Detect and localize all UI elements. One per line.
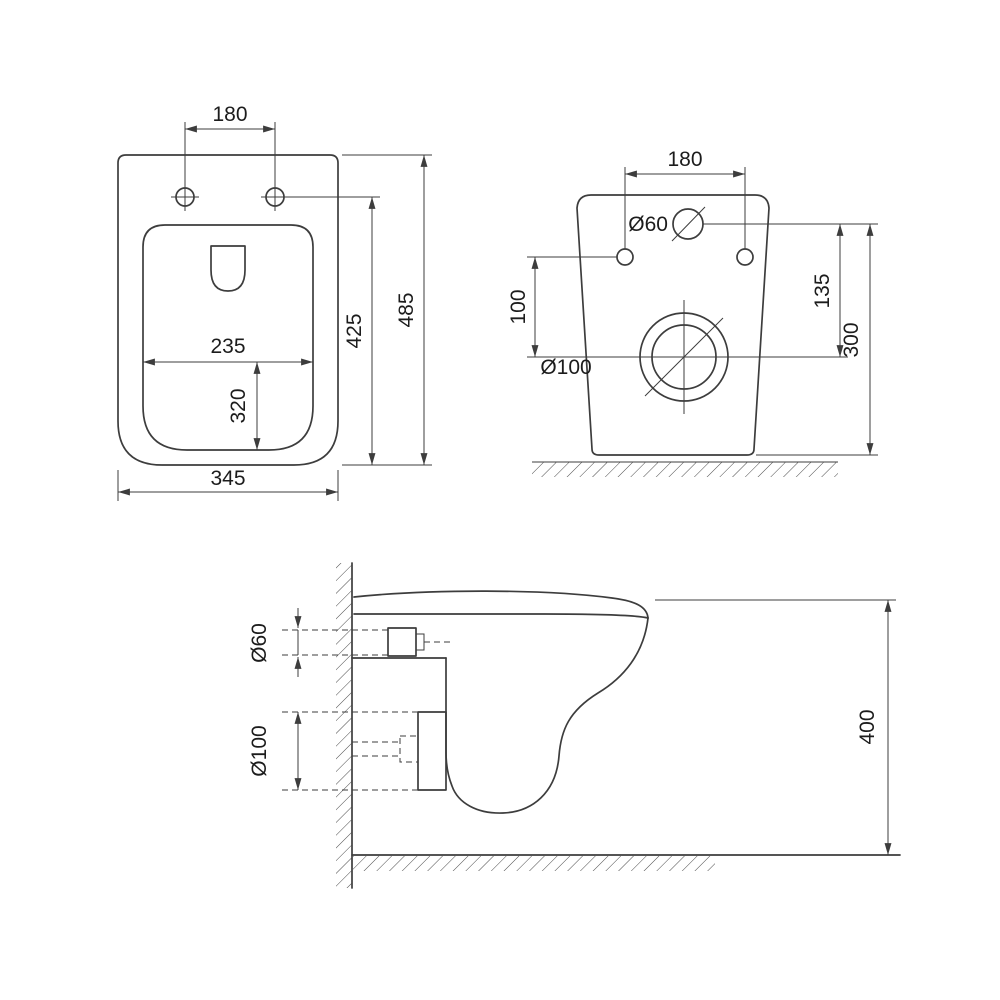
dim-side-drain-diameter: Ø100 xyxy=(248,711,418,791)
top-view: 180 345 425 485 235 320 xyxy=(117,103,432,501)
dim-top-holes-to-front-label: 425 xyxy=(343,313,366,348)
dim-side-rim-height-label: 400 xyxy=(856,709,879,744)
rear-view-body-outline xyxy=(576,194,770,456)
inlet-connector-box xyxy=(387,627,417,657)
wall xyxy=(336,562,353,889)
toilet-side-profile xyxy=(351,590,649,814)
dim-rear-inlet-to-drain-label: 135 xyxy=(811,273,834,308)
wall-hatch xyxy=(336,563,352,888)
top-view-flush-inlet-cup xyxy=(210,245,246,292)
dim-rear-overall-height-label: 300 xyxy=(840,322,863,357)
dim-rear-holes-to-drain-label: 100 xyxy=(507,289,530,324)
dim-top-overall-depth: 485 xyxy=(342,154,432,465)
dim-rear-hole-spacing-label: 180 xyxy=(667,148,702,171)
rear-mounting-hole-right xyxy=(736,248,754,266)
drain-connector-box xyxy=(417,711,447,791)
floor xyxy=(351,854,901,871)
seat-underside xyxy=(353,613,649,619)
inlet-slash xyxy=(671,206,706,242)
dim-side-drain-diameter-label: Ø100 xyxy=(248,725,271,776)
dim-drain-diameter-label: Ø100 xyxy=(540,356,591,379)
dim-top-bowl-depth-label: 320 xyxy=(227,388,250,423)
dim-top-bowl-width: 235 xyxy=(143,335,313,366)
dim-rear-hole-spacing: 180 xyxy=(624,148,746,249)
rear-ground xyxy=(532,461,838,477)
dim-rear-holes-to-drain: 100 xyxy=(507,256,848,358)
dim-top-bowl-depth: 320 xyxy=(227,362,261,450)
floor-hatch xyxy=(353,856,715,871)
dim-top-holes-to-front: 425 xyxy=(284,196,432,466)
bowl-outline xyxy=(445,617,649,814)
side-view: Ø60 Ø100 400 xyxy=(248,562,901,889)
dim-rear-overall-height: 300 xyxy=(756,224,878,456)
mounting-hole-left xyxy=(171,183,199,211)
dim-side-rim-height: 400 xyxy=(655,599,896,855)
drain-stub-hidden xyxy=(399,735,419,763)
dim-top-overall-depth-label: 485 xyxy=(395,292,418,327)
dim-side-inlet-diameter: Ø60 xyxy=(248,608,388,677)
dim-top-bowl-width-label: 235 xyxy=(210,335,245,358)
dim-top-hole-spacing-label: 180 xyxy=(212,103,247,126)
dim-top-hole-spacing: 180 xyxy=(184,103,276,183)
rear-mounting-hole-left xyxy=(616,248,634,266)
dim-top-overall-width-label: 345 xyxy=(210,467,245,490)
rear-view: 180 Ø60 100 Ø100 135 300 xyxy=(507,148,878,477)
top-view-body-outline xyxy=(117,154,339,466)
inlet-connector-tab xyxy=(415,633,425,651)
seat-lid-top xyxy=(353,590,649,619)
dim-top-overall-width: 345 xyxy=(117,467,339,501)
water-inlet-hole xyxy=(671,206,706,242)
top-view-bowl-opening xyxy=(142,224,314,451)
ground-hatch xyxy=(532,462,838,477)
dim-side-inlet-diameter-label: Ø60 xyxy=(248,623,271,663)
dim-inlet-diameter-label: Ø60 xyxy=(628,213,668,236)
dim-rear-inlet-to-drain: 135 xyxy=(703,223,878,357)
